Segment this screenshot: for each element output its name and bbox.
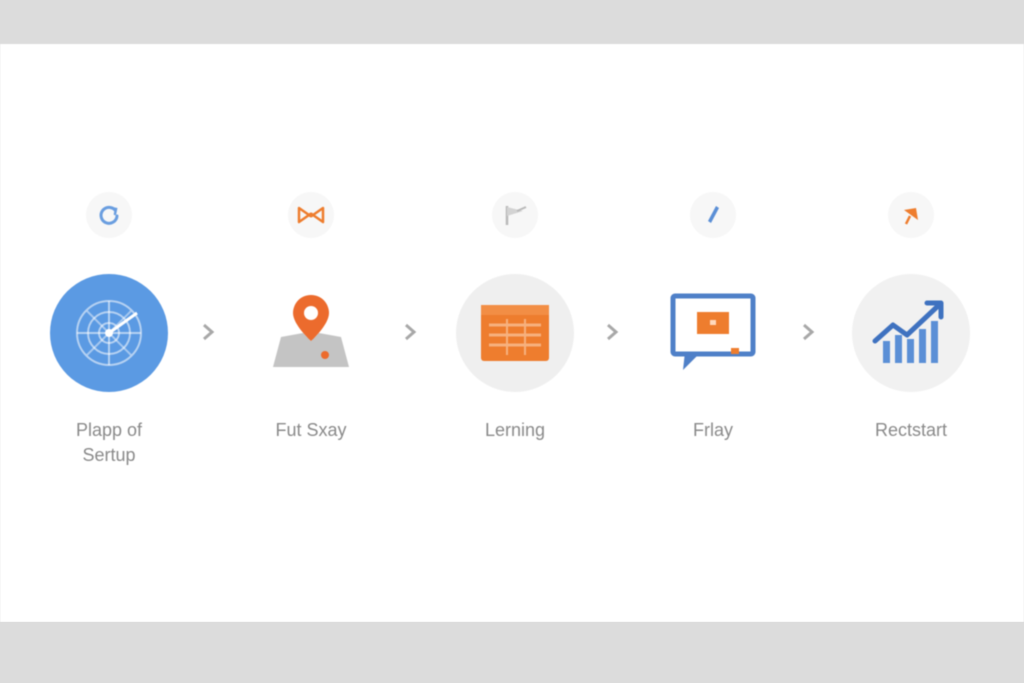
pen-icon — [690, 192, 736, 238]
step-1-label-line1: Plapp of — [75, 420, 143, 440]
calendar-table-icon — [456, 274, 574, 392]
step-1: Plapp of Sertup — [34, 44, 184, 622]
step-2-label-line1: Fut Sxay — [275, 420, 347, 440]
step-3-label-line1: Lerning — [484, 420, 546, 440]
flag-icon — [492, 192, 538, 238]
chevron-right-icon — [798, 320, 818, 344]
chat-screen-icon — [654, 274, 772, 392]
map-pin-icon — [252, 274, 370, 392]
process-diagram: Plapp of Sertup Fut Sxay — [0, 44, 1024, 622]
step-1-label-line2: Sertup — [82, 445, 136, 465]
bowtie-icon — [288, 192, 334, 238]
chevron-right-icon — [602, 320, 622, 344]
top-band — [0, 0, 1024, 44]
step-3: Lerning — [440, 44, 590, 622]
growth-chart-icon — [852, 274, 970, 392]
step-3-label: Lerning — [440, 418, 590, 443]
step-4-label: Frlay — [638, 418, 788, 443]
step-1-label: Plapp of Sertup — [34, 418, 184, 468]
radar-globe-icon — [50, 274, 168, 392]
step-2: Fut Sxay — [236, 44, 386, 622]
step-5-label: Rectstart — [836, 418, 986, 443]
pin-icon — [888, 192, 934, 238]
step-5-label-line1: Rectstart — [874, 420, 948, 440]
step-5: Rectstart — [836, 44, 986, 622]
bottom-band — [0, 622, 1024, 683]
refresh-icon — [86, 192, 132, 238]
chevron-right-icon — [198, 320, 218, 344]
step-4-label-line1: Frlay — [693, 420, 733, 440]
chevron-right-icon — [400, 320, 420, 344]
step-2-label: Fut Sxay — [236, 418, 386, 443]
step-4: Frlay — [638, 44, 788, 622]
